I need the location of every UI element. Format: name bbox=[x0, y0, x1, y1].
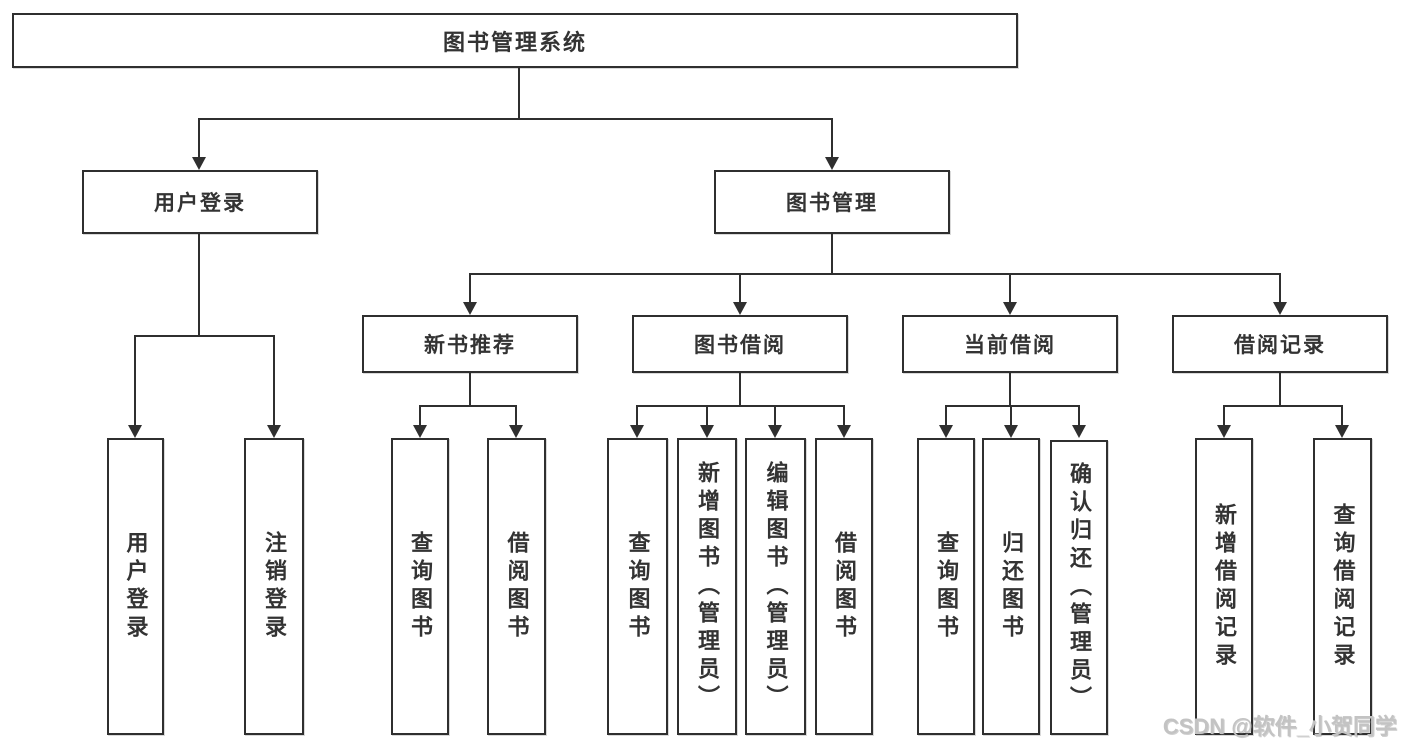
leaf-borrow-books-recommend: 借阅图书 bbox=[487, 438, 546, 735]
node-label: 查询借阅记录 bbox=[1330, 502, 1356, 671]
node-label: 用户登录 bbox=[154, 192, 246, 215]
arrow-down-icon bbox=[1217, 425, 1231, 438]
node-label: 确认归还（管理员） bbox=[1067, 461, 1092, 714]
connector-line bbox=[1223, 405, 1343, 407]
arrow-down-icon bbox=[1003, 302, 1017, 315]
node-new-book-recommendation: 新书推荐 bbox=[362, 315, 578, 373]
leaf-logout: 注销登录 bbox=[244, 438, 304, 735]
connector-line bbox=[831, 234, 833, 275]
leaf-query-books-current: 查询图书 bbox=[917, 438, 975, 735]
connector-line bbox=[831, 118, 833, 159]
node-label: 查询图书 bbox=[625, 530, 651, 643]
node-current-borrowing: 当前借阅 bbox=[902, 315, 1118, 373]
node-label: 借阅图书 bbox=[832, 530, 857, 643]
node-label: 图书管理系统 bbox=[442, 29, 587, 55]
connector-line bbox=[419, 405, 517, 407]
node-label: 新增图书（管理员） bbox=[695, 460, 720, 713]
leaf-edit-book-admin: 编辑图书（管理员） bbox=[745, 438, 806, 735]
arrow-down-icon bbox=[630, 425, 644, 438]
connector-line bbox=[636, 405, 845, 407]
leaf-query-books-recommend: 查询图书 bbox=[391, 438, 449, 735]
node-label: 借阅记录 bbox=[1234, 334, 1326, 357]
arrow-down-icon bbox=[1273, 302, 1287, 315]
arrow-down-icon bbox=[463, 302, 477, 315]
arrow-down-icon bbox=[837, 425, 851, 438]
leaf-confirm-return-admin: 确认归还（管理员） bbox=[1050, 440, 1108, 735]
arrow-down-icon bbox=[939, 425, 953, 438]
connector-line bbox=[518, 68, 520, 118]
connector-line bbox=[945, 405, 1080, 407]
node-user-login: 用户登录 bbox=[82, 170, 318, 234]
leaf-add-borrowing-record: 新增借阅记录 bbox=[1195, 438, 1253, 735]
connector-line bbox=[1279, 273, 1281, 303]
connector-line bbox=[198, 234, 200, 335]
arrow-down-icon bbox=[509, 425, 523, 438]
connector-line bbox=[469, 373, 471, 405]
connector-line bbox=[1078, 405, 1080, 426]
node-label: 借阅图书 bbox=[504, 530, 530, 643]
connector-line bbox=[198, 118, 200, 159]
connector-line bbox=[706, 405, 708, 426]
node-label: 新书推荐 bbox=[424, 334, 516, 357]
arrow-down-icon bbox=[128, 425, 142, 438]
node-label: 编辑图书（管理员） bbox=[763, 460, 789, 713]
connector-line bbox=[134, 335, 136, 426]
arrow-down-icon bbox=[267, 425, 281, 438]
arrow-down-icon bbox=[700, 425, 714, 438]
arrow-down-icon bbox=[1004, 425, 1018, 438]
node-label: 当前借阅 bbox=[964, 334, 1056, 357]
connector-line bbox=[1009, 273, 1011, 303]
connector-line bbox=[134, 335, 275, 337]
connector-line bbox=[469, 273, 1281, 275]
node-label: 用户登录 bbox=[123, 530, 149, 643]
arrow-down-icon bbox=[192, 157, 206, 170]
connector-line bbox=[1009, 373, 1011, 405]
node-book-management: 图书管理 bbox=[714, 170, 950, 234]
connector-line bbox=[469, 273, 471, 303]
connector-line bbox=[774, 405, 776, 426]
node-library-management-system: 图书管理系统 bbox=[12, 13, 1018, 68]
node-label: 查询图书 bbox=[408, 530, 433, 643]
connector-line bbox=[273, 335, 275, 426]
leaf-add-book-admin: 新增图书（管理员） bbox=[677, 438, 737, 735]
connector-line bbox=[843, 405, 845, 426]
arrow-down-icon bbox=[1072, 425, 1086, 438]
node-label: 图书管理 bbox=[786, 192, 878, 215]
connector-line bbox=[515, 405, 517, 426]
leaf-borrow-books: 借阅图书 bbox=[815, 438, 873, 735]
node-label: 归还图书 bbox=[999, 530, 1024, 643]
arrow-down-icon bbox=[825, 157, 839, 170]
leaf-return-books: 归还图书 bbox=[982, 438, 1040, 735]
connector-line bbox=[1010, 405, 1012, 426]
connector-line bbox=[739, 273, 741, 303]
csdn-watermark: CSDN @软件_小贺同学 bbox=[1162, 714, 1397, 739]
leaf-user-login: 用户登录 bbox=[107, 438, 164, 735]
connector-line bbox=[739, 373, 741, 405]
node-label: 查询图书 bbox=[934, 530, 959, 643]
arrow-down-icon bbox=[413, 425, 427, 438]
connector-line bbox=[636, 405, 638, 426]
arrow-down-icon bbox=[1335, 425, 1349, 438]
leaf-query-books-borrowing: 查询图书 bbox=[607, 438, 668, 735]
arrow-down-icon bbox=[768, 425, 782, 438]
leaf-query-borrowing-record: 查询借阅记录 bbox=[1313, 438, 1372, 735]
connector-line bbox=[1341, 405, 1343, 426]
node-label: 图书借阅 bbox=[694, 334, 786, 357]
node-label: 注销登录 bbox=[262, 530, 287, 643]
connector-line bbox=[945, 405, 947, 426]
node-label: 新增借阅记录 bbox=[1212, 502, 1237, 671]
connector-line bbox=[198, 118, 833, 120]
connector-line bbox=[1223, 405, 1225, 426]
connector-line bbox=[419, 405, 421, 426]
arrow-down-icon bbox=[733, 302, 747, 315]
connector-line bbox=[1279, 373, 1281, 405]
node-book-borrowing: 图书借阅 bbox=[632, 315, 848, 373]
node-borrowing-records: 借阅记录 bbox=[1172, 315, 1388, 373]
